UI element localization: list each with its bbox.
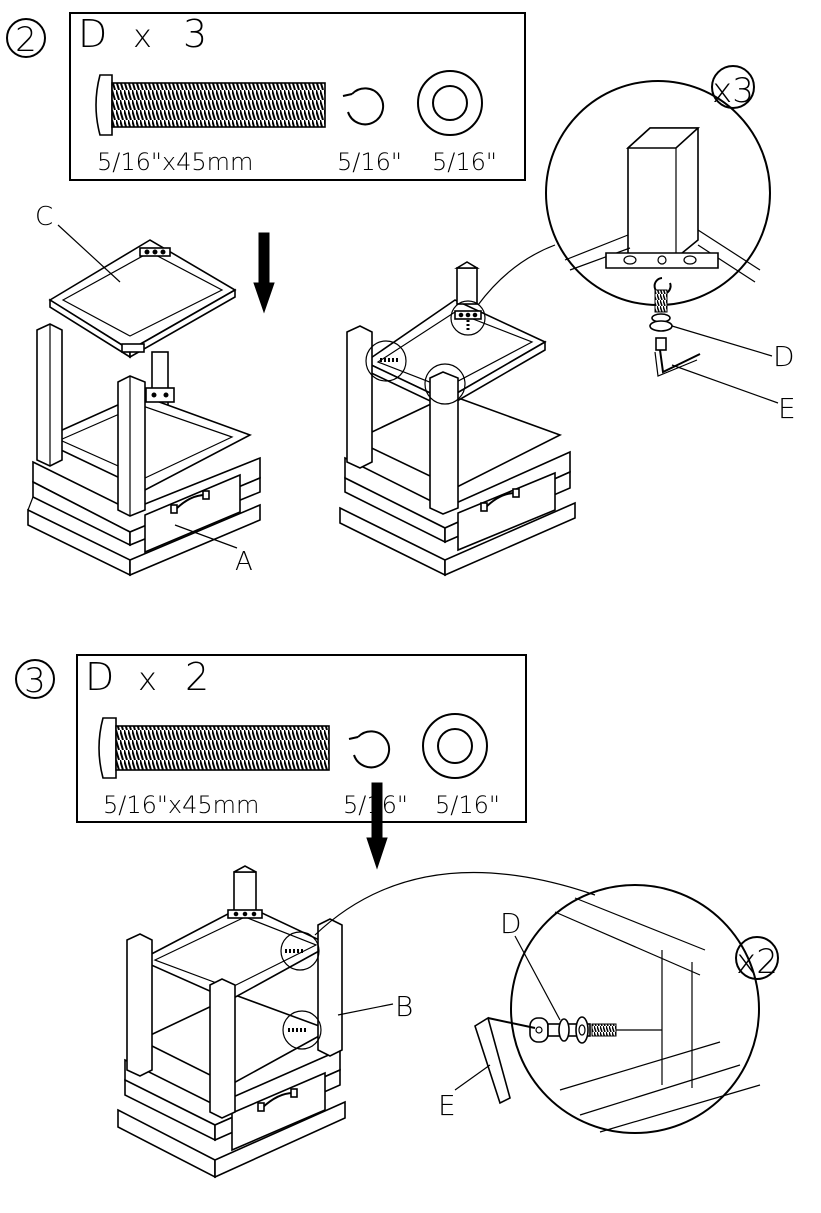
step-3-bolt-label: 5/16"x45mm <box>103 791 259 819</box>
step-3: 3 D x 2 5/16"x45mm 5/16" 5/16" <box>15 654 779 1179</box>
callout-e-label-step-2: E <box>778 392 796 425</box>
step-2-lock-washer-label: 5/16" <box>337 148 402 176</box>
lock-washer-icon <box>348 730 391 769</box>
shelf-c <box>48 239 237 359</box>
step-2-right-illustration <box>339 244 576 577</box>
step-3-zoom-multiplier: x2 <box>736 942 778 982</box>
lock-washer-icon <box>342 87 385 126</box>
bolt-icon <box>95 74 326 136</box>
step-2-number: 2 <box>15 20 37 60</box>
step-2-bolt-label: 5/16"x45mm <box>97 148 253 176</box>
step-2-zoom-multiplier: x3 <box>712 71 754 111</box>
callout-d-label-step-2: D <box>773 340 795 373</box>
step-3-hardware-letter: D <box>85 655 114 699</box>
step-3-hardware-qty: 2 <box>185 655 209 699</box>
step-2-flat-washer-label: 5/16" <box>432 148 497 176</box>
flat-washer-icon <box>422 713 488 779</box>
step-2: 2 D x 3 5/16"x45mm 5/16" 5/ <box>6 12 796 577</box>
step-2-number-badge: 2 <box>6 18 46 60</box>
step-3-flat-washer-label: 5/16" <box>435 791 500 819</box>
callout-d-label-step-3: D <box>500 907 522 940</box>
down-arrow-icon <box>366 782 388 870</box>
step-2-left-illustration: C <box>27 202 275 577</box>
callout-c-label: C <box>35 202 53 232</box>
step-2-zoom-detail: x3 <box>545 65 771 377</box>
step-3-illustration <box>117 865 596 1179</box>
step-3-number: 3 <box>24 661 46 701</box>
step-3-times-sign: x <box>138 660 157 698</box>
step-2-hardware-letter: D <box>78 12 107 56</box>
cabinet-a-left <box>27 323 261 577</box>
step-3-zoom-detail: x2 <box>474 884 779 1134</box>
step-2-hardware-qty: 3 <box>183 12 207 56</box>
callout-a-label: A <box>235 547 253 577</box>
step-3-number-badge: 3 <box>15 659 55 701</box>
down-arrow-icon <box>253 232 275 314</box>
step-2-hardware-box: D x 3 5/16"x45mm 5/16" 5/16" <box>69 12 526 181</box>
flat-washer-icon <box>417 70 483 136</box>
bolt-icon <box>98 717 330 779</box>
callout-b-label: B <box>395 990 413 1023</box>
step-3-hardware-box: D x 2 5/16"x45mm 5/16" 5/16" <box>76 654 527 823</box>
step-2-times-sign: x <box>133 17 152 55</box>
callout-e-label-step-3: E <box>438 1089 456 1122</box>
